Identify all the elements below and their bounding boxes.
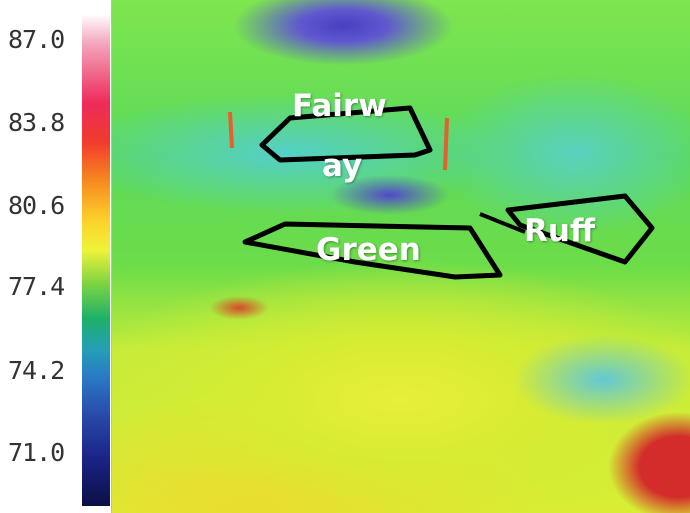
fairway-label-line1: Fairw <box>292 88 387 124</box>
scale-tick-77-4: 77.4 <box>8 272 65 301</box>
green-outline <box>242 221 503 280</box>
temperature-scale-panel: 87.0 83.8 80.6 77.4 74.2 71.0 <box>0 0 112 513</box>
ruff-outline <box>505 193 655 265</box>
fairway-label-line2: ay <box>322 148 363 184</box>
hot-streak-right <box>443 117 449 171</box>
scale-tick-80-6: 80.6 <box>8 191 65 220</box>
ruff-pointer-line <box>479 212 526 234</box>
temperature-colorbar <box>82 14 110 506</box>
scale-tick-83-8: 83.8 <box>8 108 65 137</box>
ruff-label: Ruff <box>524 213 596 249</box>
fairway-outline <box>259 105 433 163</box>
scale-tick-87-0: 87.0 <box>8 25 65 54</box>
scale-tick-74-2: 74.2 <box>8 356 65 385</box>
thermal-image <box>112 0 690 513</box>
green-label: Green <box>316 232 421 268</box>
scale-tick-71-0: 71.0 <box>8 438 65 467</box>
hot-streak-left <box>228 111 234 149</box>
